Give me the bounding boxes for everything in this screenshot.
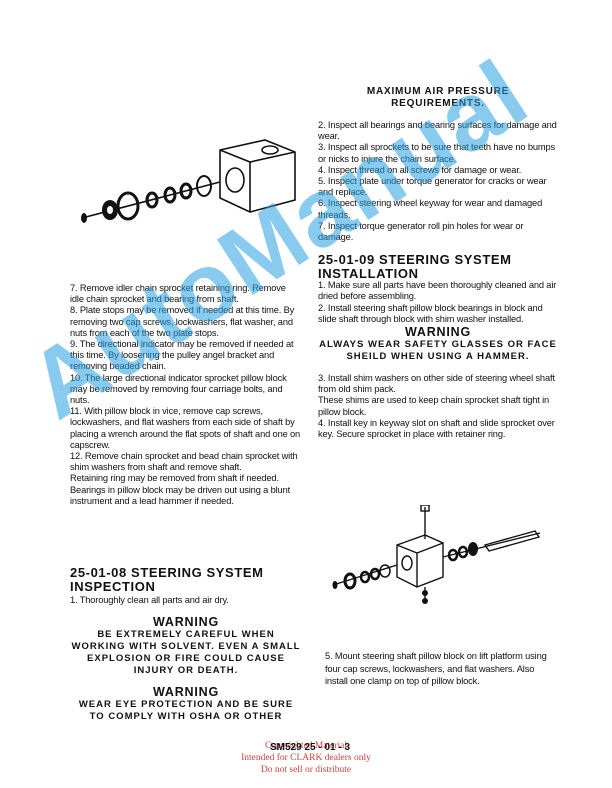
right-column: MAXIMUM AIR PRESSURE REQUIREMENTS. 2. In… [318, 86, 558, 440]
install-step-4: 4. Install key in keyway slot on shaft a… [318, 417, 555, 440]
install-step-5: 5. Mount steering shaft pillow block on … [325, 651, 547, 686]
inspect-step-4: 4. Inspect thread on all screws for dama… [318, 164, 522, 175]
install-step-3: 3. Install shim washers on other side of… [318, 373, 555, 395]
step-12: 12. Remove chain sprocket and bead chain… [70, 451, 298, 473]
left-column-steps: 7. Remove idler chain sprocket retaining… [70, 283, 302, 507]
retaining-ring-note: Retaining ring may be removed from shaft… [70, 473, 291, 506]
warning-title: WARNING [152, 685, 219, 700]
exploded-pillow-block-diagram [332, 505, 541, 604]
warning-safety-glasses: WARNING ALWAYS WEAR SAFETY GLASSES OR FA… [318, 325, 558, 363]
warning-eye-protection: WARNING WEAR EYE PROTECTION AND BE SURE … [70, 685, 302, 723]
warning-body: ALWAYS WEAR SAFETY GLASSES OR FACE SHEIL… [319, 339, 557, 363]
copyright-line-3: Do not sell or distribute [260, 765, 352, 775]
inspect-step-7: 7. Inspect torque generator roll pin hol… [318, 220, 524, 243]
right-column-step-5: 5. Mount steering shaft pillow block on … [325, 650, 557, 688]
inspection-step-1: 1. Thoroughly clean all parts and air dr… [70, 595, 229, 605]
step-11: 11. With pillow block in vice, remove ca… [70, 406, 301, 450]
warning-title: WARNING [404, 325, 471, 340]
warning-solvent: WARNING BE EXTREMELY CAREFUL WHEN WORKIN… [70, 615, 302, 677]
section-heading-25-01-08: 25-01-08 STEERING SYSTEM INSPECTION [70, 565, 264, 594]
inspect-step-5: 5. Inspect plate under torque generator … [318, 176, 547, 198]
air-pressure-caption: MAXIMUM AIR PRESSURE REQUIREMENTS. [366, 86, 510, 109]
copyright-line-1: Copyrighted Material [264, 741, 348, 751]
copyright-line-2: Intended for CLARK dealers only [241, 753, 371, 763]
warning-body: BE EXTREMELY CAREFUL WHEN WORKING WITH S… [71, 629, 301, 677]
step-7: 7. Remove idler chain sprocket retaining… [70, 283, 286, 305]
page-number: SM529 25 - 01 - 3 [270, 742, 351, 753]
install-step-1: 1. Make sure all parts have been thoroug… [318, 280, 557, 302]
section-heading-25-01-09: 25-01-09 STEERING SYSTEM INSTALLATION [318, 252, 512, 281]
inspect-step-3: 3. Inspect all sprockets to be sure that… [318, 142, 555, 164]
shim-note: These shims are used to keep chain sproc… [318, 395, 550, 417]
warning-body: WEAR EYE PROTECTION AND BE SURE TO COMPL… [78, 699, 294, 723]
exploded-sprocket-diagram-top [81, 139, 296, 223]
inspect-step-2: 2. Inspect all bearings and bearing surf… [318, 120, 557, 142]
copyright-footer: Copyrighted Material Intended for CLARK … [0, 740, 612, 776]
step-9: 9. The directional indicator may be remo… [70, 339, 294, 372]
install-step-2: 2. Install steering shaft pillow block b… [318, 302, 543, 324]
warning-title: WARNING [152, 615, 219, 630]
step-10: 10. The large directional indicator spro… [70, 372, 287, 406]
inspect-step-6: 6. Inspect steering wheel keyway for wea… [318, 198, 543, 220]
step-8: 8. Plate stops may be removed if needed … [70, 305, 295, 338]
left-column-inspection: 25-01-08 STEERING SYSTEM INSPECTION 1. T… [70, 566, 302, 723]
